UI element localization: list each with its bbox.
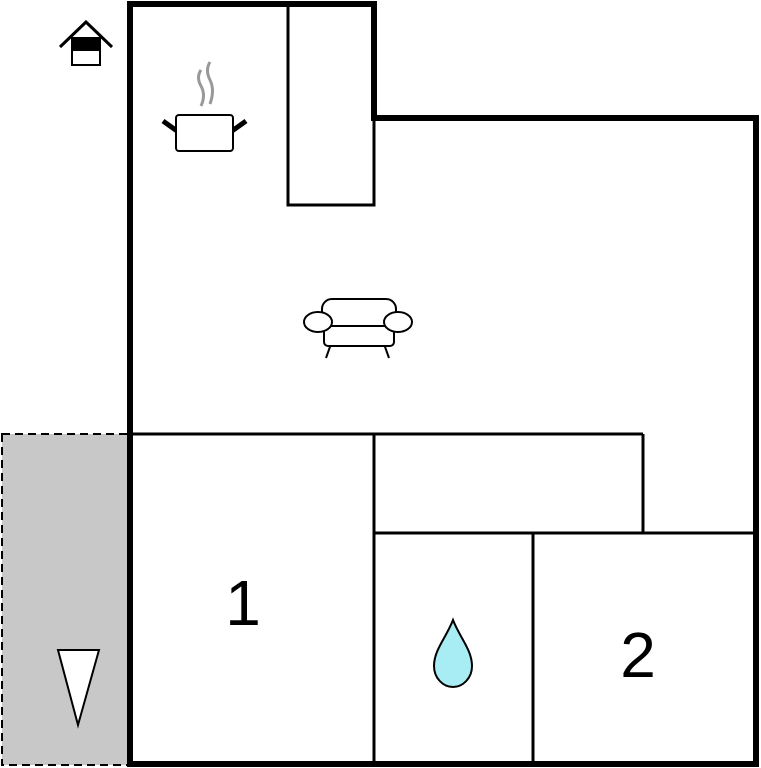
triangle-direction-icon [56,649,101,729]
terrace-area [1,433,131,766]
kitchen-counter [286,3,376,207]
house-entrance-icon [58,19,114,66]
bedroom-1-label: 1 [225,567,261,639]
exterior-walls [127,1,759,767]
bedroom-2-label: 2 [620,619,656,691]
water-drop-icon [432,617,474,689]
cooking-pot-icon [161,61,248,152]
interior-walls [130,3,756,764]
armchair-sofa-icon [303,298,413,359]
